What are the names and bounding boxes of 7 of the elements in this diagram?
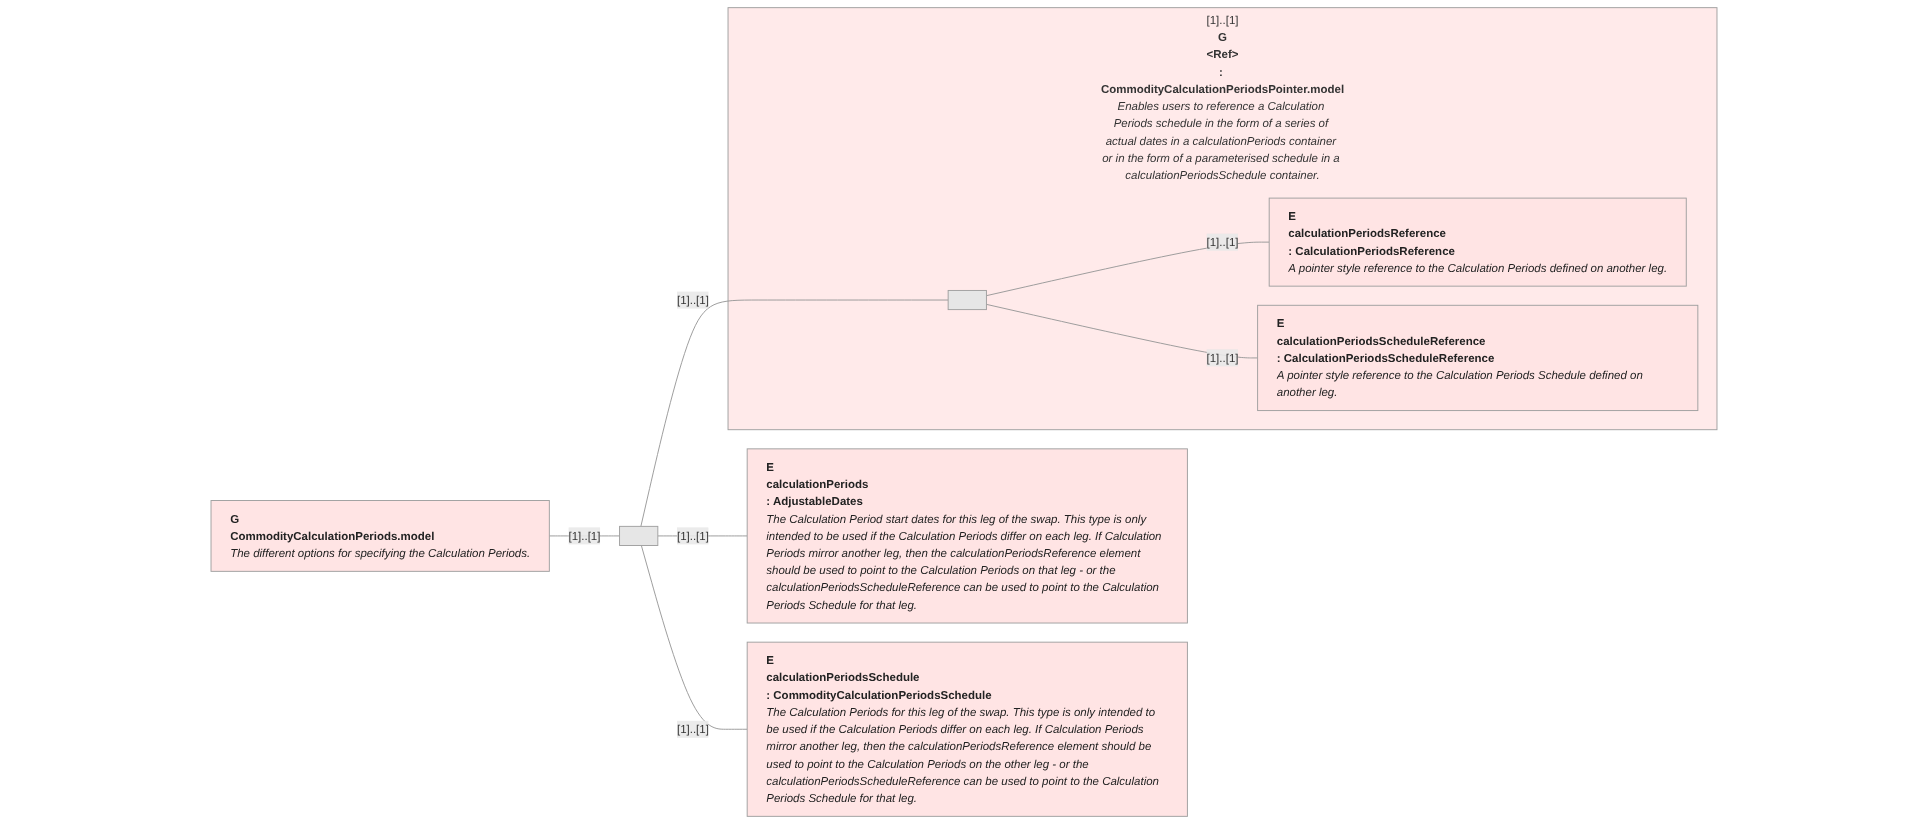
connector [985,241,1270,297]
connector [640,299,949,527]
node-box [947,289,987,311]
connector [985,303,1259,359]
connector [640,545,748,730]
node-box [619,525,659,546]
connector [548,535,621,537]
